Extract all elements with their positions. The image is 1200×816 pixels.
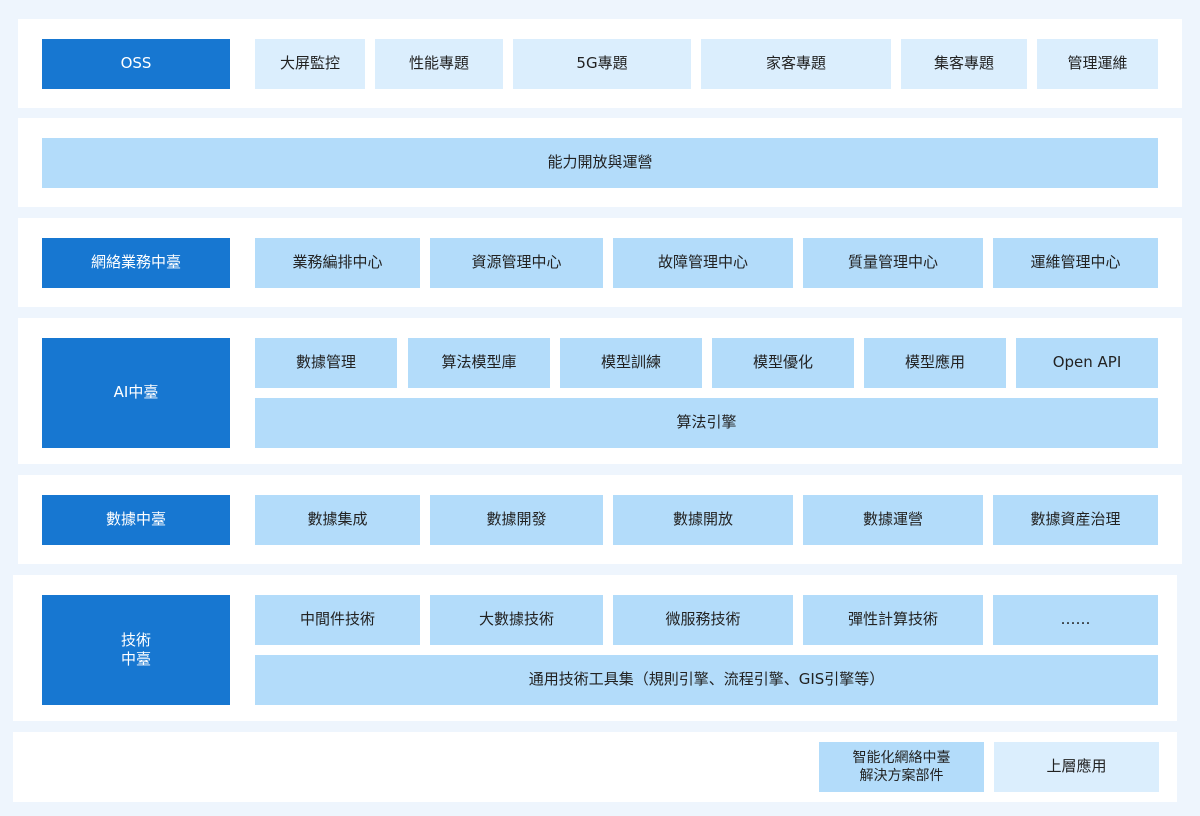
oss-item-enterprise: 集客專題 [901,39,1027,89]
tech-item-microservices: 微服務技術 [613,595,793,645]
network-item-resource: 資源管理中心 [430,238,603,288]
data-item-openness: 數據開放 [613,495,793,545]
network-item-orchestration: 業務編排中心 [255,238,420,288]
ai-label: AI中臺 [42,338,230,448]
oss-item-management: 管理運維 [1037,39,1158,89]
ai-item-model-training: 模型訓練 [560,338,702,388]
network-item-operations: 運維管理中心 [993,238,1158,288]
ai-item-data-management: 數據管理 [255,338,397,388]
oss-label: OSS [42,39,230,89]
oss-item-performance: 性能專題 [375,39,503,89]
tech-item-big-data: 大數據技術 [430,595,603,645]
oss-item-large-screen: 大屏監控 [255,39,365,89]
data-item-integration: 數據集成 [255,495,420,545]
oss-item-home: 家客專題 [701,39,891,89]
capability-bar: 能力開放與運營 [42,138,1158,188]
network-label: 網絡業務中臺 [42,238,230,288]
tech-item-elastic-compute: 彈性計算技術 [803,595,983,645]
tech-item-more: …… [993,595,1158,645]
legend-solution-component: 智能化網絡中臺 解決方案部件 [819,742,984,792]
ai-item-model-library: 算法模型庫 [408,338,550,388]
data-label: 數據中臺 [42,495,230,545]
network-item-quality: 質量管理中心 [803,238,983,288]
ai-algorithm-engine: 算法引擎 [255,398,1158,448]
ai-item-open-api: Open API [1016,338,1158,388]
ai-item-model-optimization: 模型優化 [712,338,854,388]
tech-toolset: 通用技術工具集（規則引擎、流程引擎、GIS引擎等） [255,655,1158,705]
legend-upper-application: 上層應用 [994,742,1159,792]
tech-item-middleware: 中間件技術 [255,595,420,645]
data-item-operations: 數據運營 [803,495,983,545]
data-item-development: 數據開發 [430,495,603,545]
data-item-governance: 數據資産治理 [993,495,1158,545]
oss-item-5g: 5G專題 [513,39,691,89]
tech-label: 技術 中臺 [42,595,230,705]
ai-item-model-application: 模型應用 [864,338,1006,388]
network-item-fault: 故障管理中心 [613,238,793,288]
